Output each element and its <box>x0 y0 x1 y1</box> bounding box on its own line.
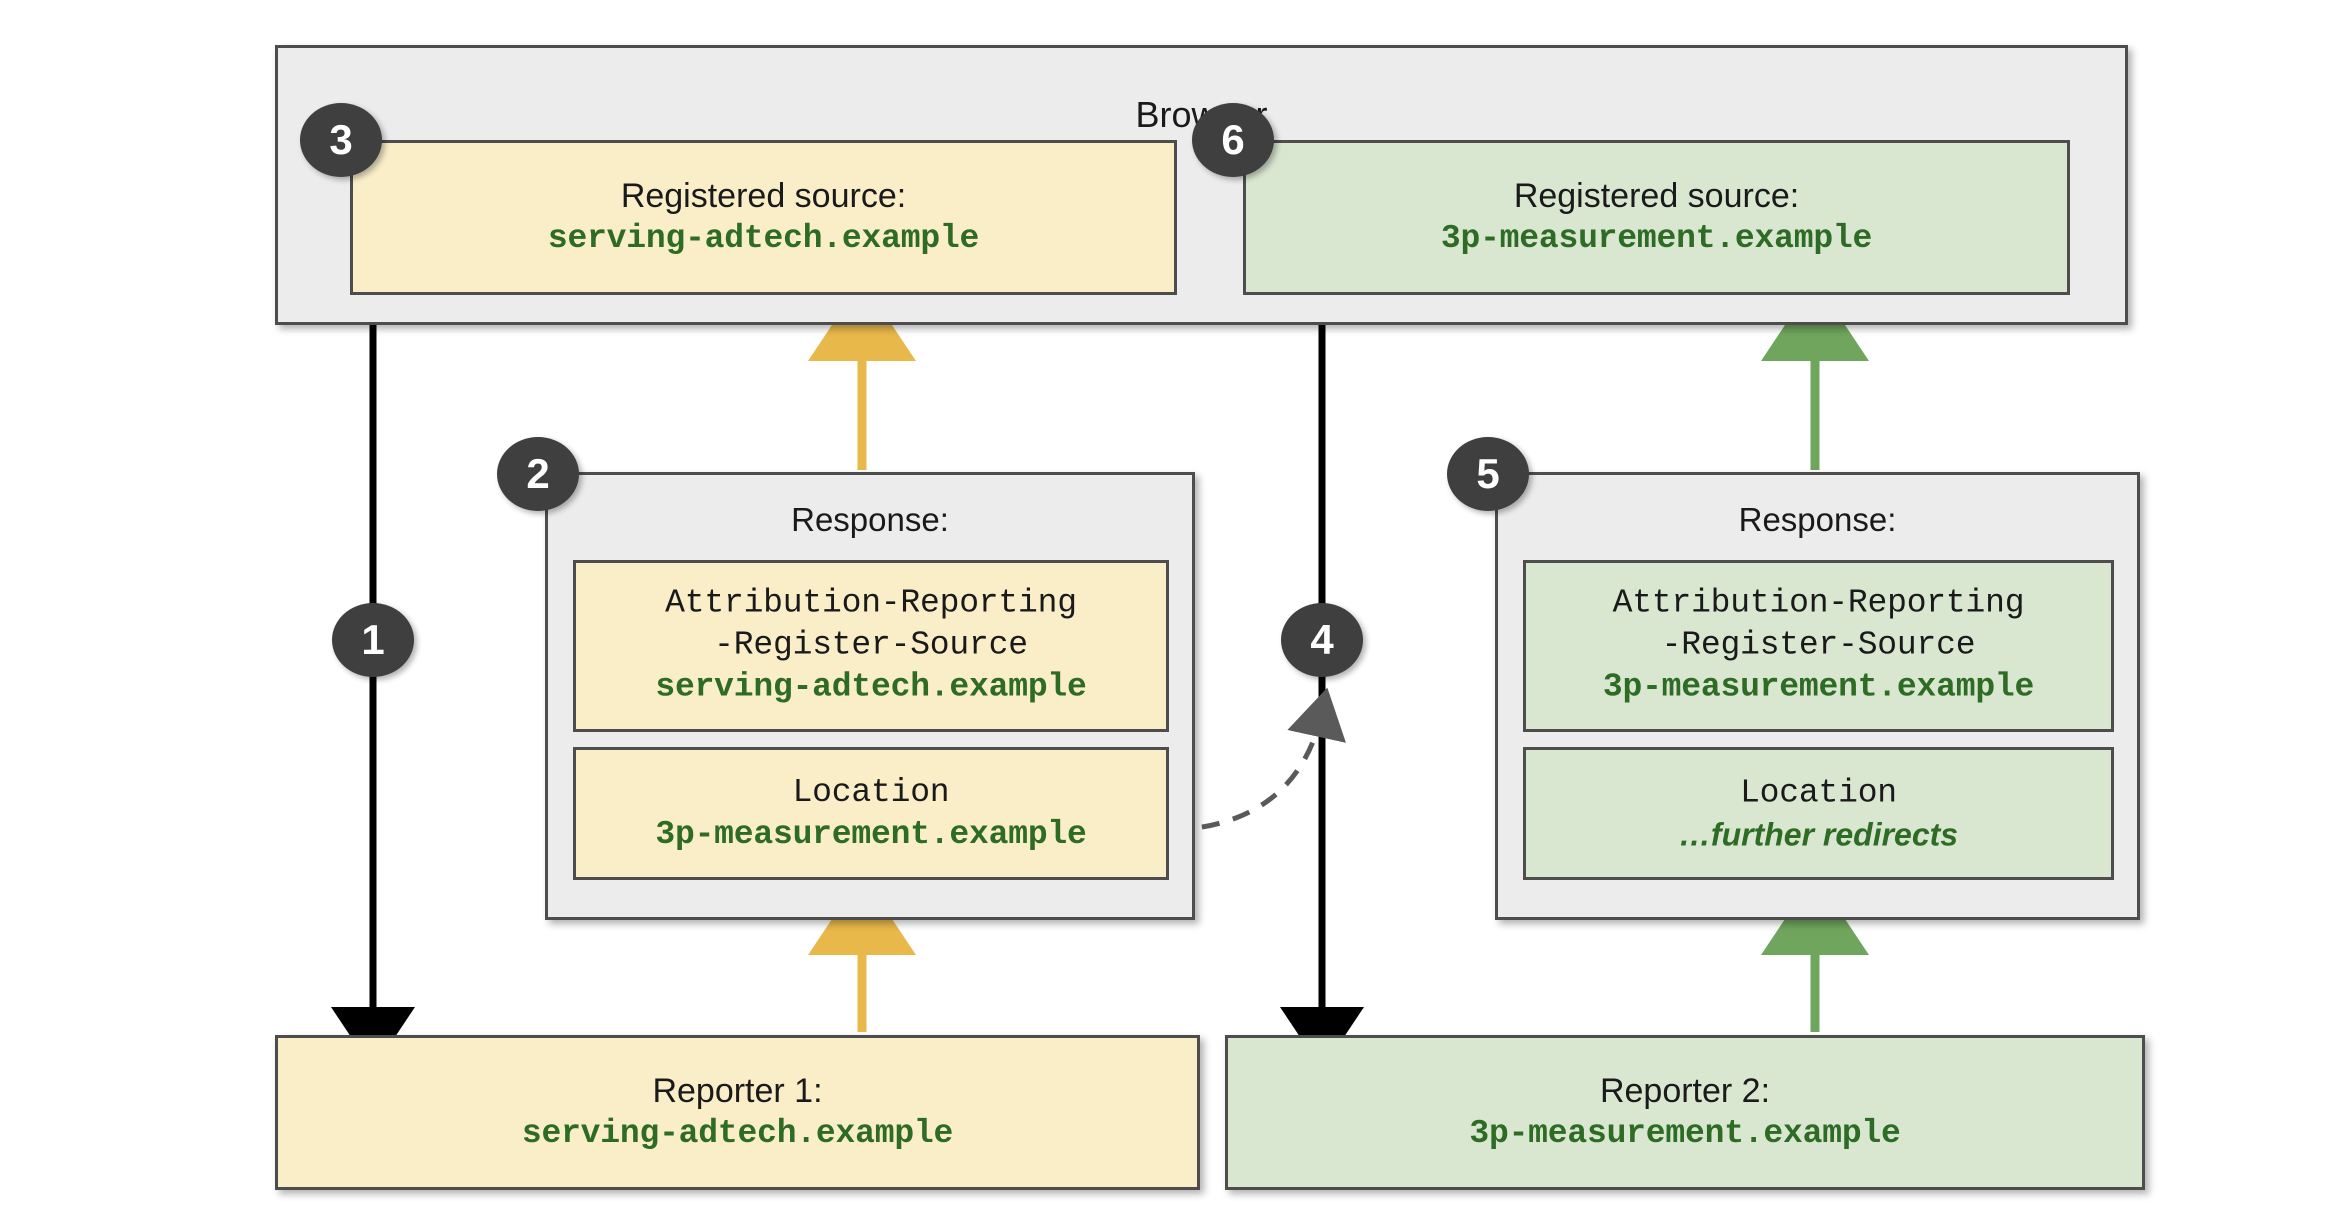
step-badge-6-number: 6 <box>1221 116 1245 163</box>
registered-source-label-2: Registered source: <box>1513 176 1800 215</box>
response-2-header-1-name-line1: Location <box>1740 773 1897 811</box>
step-badge-4-number: 4 <box>1310 616 1334 663</box>
registered-source-box-2: Registered source: 3p-measurement.exampl… <box>1243 140 2070 295</box>
response-1-header-0-value: serving-adtech.example <box>655 669 1087 707</box>
registered-source-label-1: Registered source: <box>620 176 907 215</box>
reporter-box-1: Reporter 1: serving-adtech.example <box>275 1035 1200 1190</box>
response-panel-2: Response: Attribution-Reporting -Registe… <box>1495 472 2140 920</box>
response-1-header-0-name-line1: Attribution-Reporting <box>665 584 1077 622</box>
reporter-1-value: serving-adtech.example <box>521 1115 954 1153</box>
step-badge-3: 3 <box>300 103 382 177</box>
step-badge-5-number: 5 <box>1476 450 1500 497</box>
response-1-header-1-name-line1: Location <box>792 773 950 811</box>
step-badge-6: 6 <box>1192 103 1274 177</box>
response-2-header-1: Location …further redirects <box>1523 747 2114 880</box>
registered-source-value-2: 3p-measurement.example <box>1440 220 1873 258</box>
response-2-header-0: Attribution-Reporting -Register-Source 3… <box>1523 560 2114 732</box>
step-badge-3-number: 3 <box>329 116 353 163</box>
response-2-header-0-name-line1: Attribution-Reporting <box>1612 584 2025 622</box>
reporter-2-value: 3p-measurement.example <box>1469 1115 1901 1153</box>
response-title-2: Response: <box>1738 501 1897 538</box>
response-2-header-1-value: …further redirects <box>1678 816 1959 853</box>
registered-source-value-1: serving-adtech.example <box>547 220 980 258</box>
step-badge-2-number: 2 <box>526 450 550 497</box>
step-badge-1-number: 1 <box>361 616 385 663</box>
response-2-header-0-name-line2: -Register-Source <box>1661 626 1976 664</box>
response-panel-1: Response: Attribution-Reporting -Registe… <box>545 472 1195 920</box>
reporter-2-label: Reporter 2: <box>1599 1071 1771 1110</box>
registered-source-box-1: Registered source: serving-adtech.exampl… <box>350 140 1177 295</box>
reporter-1-label: Reporter 1: <box>652 1071 823 1110</box>
response-1-header-0: Attribution-Reporting -Register-Source s… <box>573 560 1169 732</box>
reporter-box-2: Reporter 2: 3p-measurement.example <box>1225 1035 2145 1190</box>
response-title-1: Response: <box>791 501 949 538</box>
response-1-header-1: Location 3p-measurement.example <box>573 747 1169 880</box>
step-badge-4: 4 <box>1281 603 1363 677</box>
step-badge-2: 2 <box>497 437 579 511</box>
response-1-header-1-value: 3p-measurement.example <box>655 815 1087 853</box>
response-1-header-0-name-line2: -Register-Source <box>714 626 1028 664</box>
step-badge-1: 1 <box>332 603 414 677</box>
response-2-header-0-value: 3p-measurement.example <box>1602 669 2035 707</box>
step-badge-5: 5 <box>1447 437 1529 511</box>
